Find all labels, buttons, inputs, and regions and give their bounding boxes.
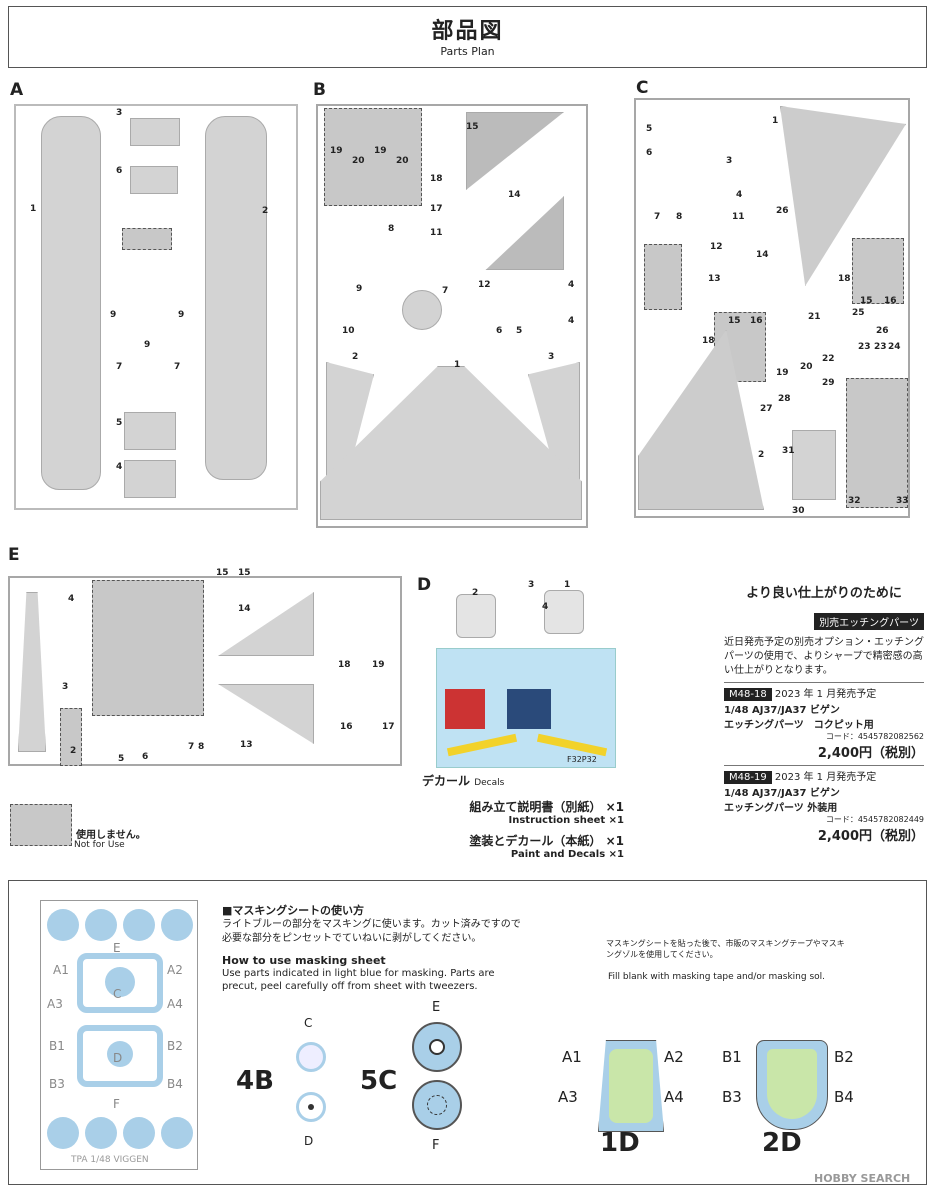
label-1d: 1D (600, 1128, 640, 1158)
sprue-e: 15 15 4 14 3 18 19 2 13 16 17 5 6 7 8 (8, 568, 402, 772)
fuselage-half-left (41, 116, 101, 490)
page-title: 部品図 (431, 19, 504, 44)
sprue-letter-e: E (8, 545, 20, 565)
promo-item: M48-19 2023 年 1 月発売予定 1/48 AJ37/JA37 ビゲン… (724, 765, 924, 844)
label-5c: 5C (360, 1066, 398, 1096)
label-4b: 4B (236, 1066, 274, 1096)
decal-label: デカール Decals (422, 774, 505, 788)
page-header: 部品図 Parts Plan (8, 6, 927, 68)
legend-ja: 使用しません。 (76, 830, 146, 841)
not-for-use-area (846, 378, 908, 508)
sprue-d: 2 3 1 4 (444, 568, 594, 644)
canopy-c-ring (296, 1042, 326, 1072)
not-for-use-area (92, 580, 204, 716)
not-for-use-area (644, 244, 682, 310)
wheel-e (412, 1022, 462, 1072)
sprue-letter-d: D (417, 575, 432, 595)
masking-instructions: ■マスキングシートの使い方 ライトブルーの部分をマスキングに使います。カット済み… (222, 904, 521, 992)
not-for-use-area (324, 108, 422, 206)
not-for-use-area (122, 228, 172, 250)
watermark: HOBBY SEARCH (814, 1172, 911, 1185)
masking-note-en: Fill blank with masking tape and/or mask… (608, 972, 826, 982)
sprue-letter-a: A (10, 80, 24, 100)
sprue-a: 1 2 3 6 9 9 9 7 7 5 4 (14, 104, 298, 510)
promo-tag: 別売エッチングパーツ (814, 613, 924, 630)
etching-promo: より良い仕上がりのために 別売エッチングパーツ 近日発売予定の別売オプション・エ… (724, 586, 924, 844)
masking-section (8, 880, 927, 1185)
fuselage-half-right (205, 116, 267, 480)
page-subtitle: Parts Plan (440, 45, 495, 58)
masking-sheet-card: E A1 A2 C A3 A4 B1 B2 D B3 B4 F TPA 1/48… (40, 900, 198, 1170)
not-for-use-area (852, 238, 904, 304)
canopy-d-ring (296, 1092, 326, 1122)
label-2d: 2D (762, 1128, 802, 1158)
legend-en: Not for Use (74, 840, 125, 850)
masking-note-ja: マスキングシートを貼った後で、市販のマスキングテープやマスキングゾルを使用してく… (606, 939, 845, 959)
not-for-use-swatch (10, 804, 72, 846)
decal-sheet: F32P32 (436, 648, 616, 768)
not-for-use-area (60, 708, 82, 766)
canopy-2d (756, 1040, 828, 1130)
contents-list: 組み立て説明書（別紙） ×1 Instruction sheet ×1 塗装とデ… (469, 800, 624, 860)
sprue-letter-b: B (313, 80, 326, 100)
sprue-letter-c: C (636, 78, 649, 98)
sprue-b: 19 20 19 20 15 14 18 17 8 11 9 12 7 10 6… (316, 104, 588, 528)
sprue-c: 1 5 6 3 4 11 7 8 12 13 14 26 18 15 16 25… (632, 98, 912, 518)
promo-item: M48-18 2023 年 1 月発売予定 1/48 AJ37/JA37 ビゲン… (724, 682, 924, 761)
wheel-f (412, 1080, 462, 1130)
canopy-1d (598, 1040, 664, 1132)
